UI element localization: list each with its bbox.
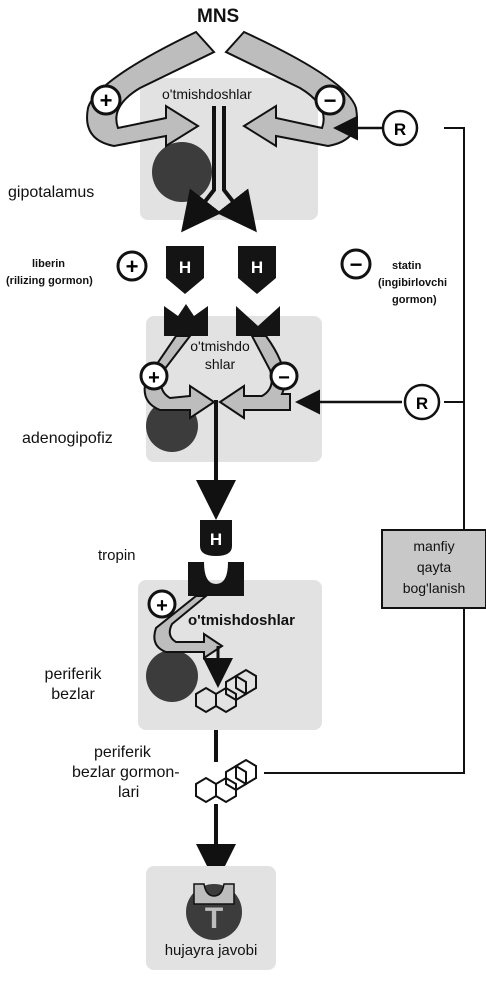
mns-label: MNS (197, 6, 239, 28)
liberin-receptor-icon (164, 304, 208, 336)
peripheral-hormones-label-1: periferik (94, 744, 151, 762)
plus-symbol-mid: + (148, 367, 160, 389)
peripheral-hormones-label-3: lari (118, 784, 139, 802)
negative-feedback-label-2: qayta (382, 559, 486, 575)
predecessors-mid-label-2: shlar (184, 356, 256, 372)
statin-label: statin (392, 260, 421, 272)
liberin-label: liberin (32, 258, 65, 270)
minus-symbol-top: − (324, 88, 337, 113)
cell-response-label: hujayra javobi (146, 942, 276, 959)
peripheral-hormones-label-2: bezlar gormon- (72, 764, 180, 782)
plus-symbol-top: + (100, 88, 113, 113)
peripheral-glands-label-2: bezlar (28, 686, 118, 704)
tropin-hormone-letter: H (210, 530, 222, 549)
plus-symbol-liberin: + (126, 254, 139, 279)
minus-symbol-mid: − (278, 367, 290, 389)
peripheral-glands-label-1: periferik (28, 666, 118, 684)
plus-symbol-low: + (156, 595, 168, 617)
cell-target-letter: T (205, 902, 223, 935)
receptor-r-top-letter: R (394, 120, 406, 139)
predecessors-low-label: o'tmishdoshlar (188, 612, 295, 629)
tropin-receptor-icon (188, 562, 244, 596)
predecessors-mid-label-1: o'tmishdo (184, 338, 256, 354)
hypothalamus-nucleus (152, 142, 212, 202)
liberin-subtitle: (rilizing gormon) (6, 275, 93, 287)
receptor-r-mid-letter: R (416, 394, 428, 413)
minus-symbol-statin: − (350, 252, 363, 277)
negative-feedback-label-3: bog'lanish (382, 580, 486, 596)
statin-subtitle-1: (ingibirlovchi (378, 277, 447, 289)
statin-subtitle-2: gormon) (392, 294, 437, 306)
tropin-label: tropin (98, 547, 136, 564)
statin-hormone-letter: H (251, 258, 263, 277)
liberin-hormone-letter: H (179, 258, 191, 277)
peripheral-nucleus (146, 650, 198, 702)
adenohypophysis-label: adenogipofiz (22, 430, 113, 448)
negative-feedback-label-1: manfiy (382, 538, 486, 554)
predecessors-top-label: o'tmishdoshlar (162, 86, 252, 102)
hypothalamus-label: gipotalamus (8, 184, 94, 202)
peripheral-hormone-steroid-icon (196, 760, 256, 802)
